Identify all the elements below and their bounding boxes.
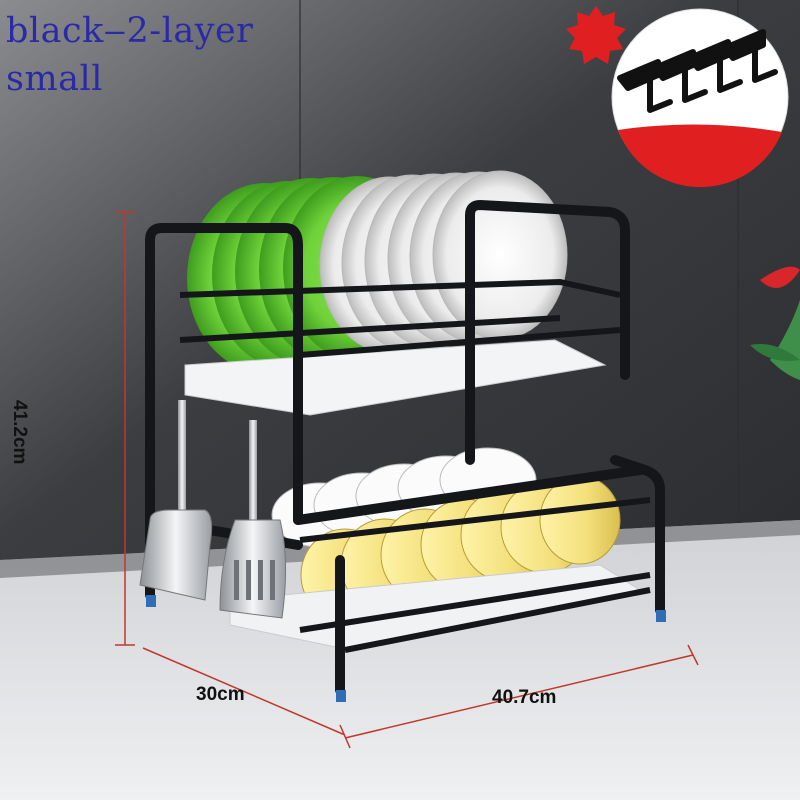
variant-title-line2: small xyxy=(6,59,103,99)
dimension-lines xyxy=(115,211,699,749)
plant-decoration xyxy=(750,266,800,380)
seal-badge-icon xyxy=(566,6,626,64)
leg-caps xyxy=(146,595,666,702)
upper-basket xyxy=(179,278,621,358)
height-dimension-label: 41.2cm xyxy=(9,400,30,465)
hanging-utensils xyxy=(139,400,287,619)
variant-title-line1: black‒2-layer xyxy=(6,11,254,51)
hook-set-icon xyxy=(617,29,778,113)
upper-drip-tray xyxy=(184,339,607,416)
hook-inset xyxy=(611,8,789,188)
lower-basket xyxy=(299,497,651,653)
width-dimension-label: 40.7cm xyxy=(492,687,557,708)
depth-dimension-label: 30cm xyxy=(196,684,245,705)
